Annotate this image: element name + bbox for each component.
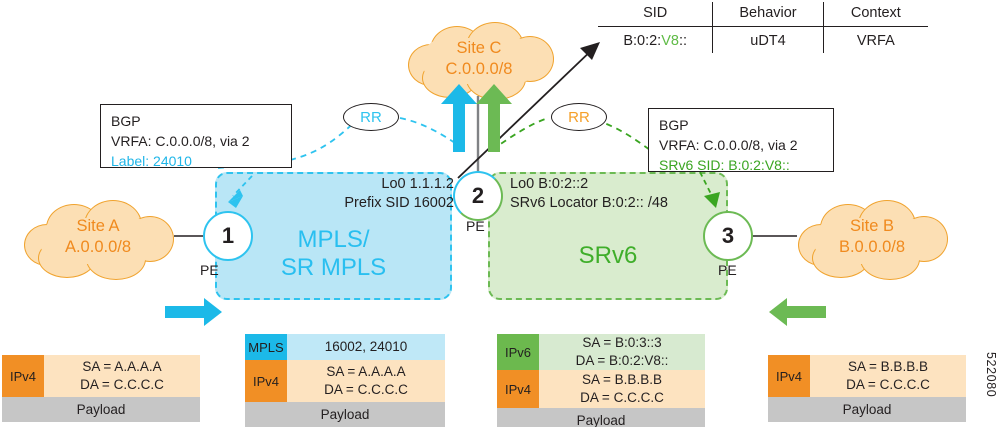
cloud-site-c-name: Site C (456, 39, 502, 57)
packet-sa: SA = A.A.A.A (82, 359, 162, 375)
packet-layer-tag: IPv4 (2, 355, 44, 397)
packet-layer-body: SA = B:0:3::3 DA = B:0:2:V8:: (539, 334, 705, 370)
packet-layer-tag: IPv4 (245, 360, 287, 402)
packet-sa: SA = B.B.B.B (848, 359, 928, 375)
node-2-id: 2 (471, 183, 485, 208)
route-reflector-left-label: RR (360, 108, 382, 126)
packet-da: DA = C.C.C.C (324, 382, 408, 397)
cloud-site-a-name: Site A (76, 217, 120, 235)
node2-lo0-mpls: Lo0 1.1.1.2 (381, 176, 454, 192)
packet-layer-body: 16002, 24010 (287, 334, 445, 360)
packet-da: DA = B:0:2:V8:: (575, 353, 669, 368)
cloud-site-b-name: Site B (849, 217, 895, 235)
bgp-box-left: BGP VRFA: C.0.0.0/8, via 2 Label: 24010 (100, 104, 292, 169)
sid-table: SID Behavior Context B:0:2:V8:: uDT4 VRF… (598, 2, 928, 74)
packet-site-b: IPv4 SA = B.B.B.B DA = C.C.C.C Payload (768, 355, 966, 422)
packet-payload: Payload (245, 402, 445, 427)
node-2-role: PE (466, 218, 485, 234)
cloud-core (40, 218, 156, 264)
packet-payload: Payload (2, 397, 200, 422)
packet-layer-ipv4: IPv4 SA = A.A.A.A DA = C.C.C.C (245, 360, 445, 402)
sid-prefix: B:0:2: (623, 33, 662, 49)
packet-mpls: MPLS 16002, 24010 IPv4 SA = A.A.A.A DA =… (245, 334, 445, 427)
route-reflector-left: RR (343, 103, 399, 131)
cloud-site-c-label: Site C C.0.0.0/8 (404, 38, 554, 81)
packet-srv6: IPv6 SA = B:0:3::3 DA = B:0:2:V8:: IPv4 … (497, 334, 705, 427)
node-3-role: PE (718, 262, 737, 278)
route-reflector-right-label: RR (568, 108, 590, 126)
packet-mpls-labels: 16002, 24010 (324, 339, 408, 355)
node-1-id: 1 (221, 223, 235, 248)
sid-highlight: V8 (661, 33, 679, 49)
packet-layer-tag: MPLS (245, 334, 287, 360)
route-reflector-right: RR (551, 103, 607, 131)
packet-payload: Payload (497, 408, 705, 427)
cloud-site-b: Site B B.0.0.0/8 (796, 200, 948, 280)
cloud-site-b-prefix: B.0.0.0/8 (838, 238, 906, 257)
node2-lo0-srv6: Lo0 B:0:2::2 (510, 176, 589, 192)
bgp-box-left-title: BGP (111, 113, 141, 129)
cloud-site-a-prefix: A.0.0.0/8 (64, 238, 132, 257)
bgp-box-right-title: BGP (659, 117, 689, 133)
packet-sa: SA = B.B.B.B (582, 372, 662, 388)
region-srv6: SRv6 (488, 172, 728, 300)
bgp-box-right-vrf: VRFA: C.0.0.0/8, via 2 (659, 136, 798, 153)
packet-layer-tag: IPv6 (497, 334, 539, 370)
bgp-box-left-vrf: VRFA: C.0.0.0/8, via 2 (111, 132, 250, 149)
sid-table-header-context: Context (823, 2, 928, 27)
sid-table-cell-sid: B:0:2:V8:: (598, 26, 714, 53)
sid-table-header-sid: SID (598, 2, 714, 27)
packet-layer-ipv4: IPv4 SA = A.A.A.A DA = C.C.C.C (2, 355, 200, 397)
node-3-id: 3 (721, 223, 735, 248)
sid-table-header-row: SID Behavior Context (598, 2, 928, 27)
packet-layer-ipv4: IPv4 SA = B.B.B.B DA = C.C.C.C (768, 355, 966, 397)
packet-layer-body: SA = B.B.B.B DA = C.C.C.C (539, 370, 705, 408)
packet-sa: SA = B:0:3::3 (582, 335, 662, 351)
packet-sa: SA = A.A.A.A (326, 364, 406, 380)
table-row: B:0:2:V8:: uDT4 VRFA (598, 26, 928, 53)
packet-da: DA = C.C.C.C (846, 377, 930, 392)
packet-da: DA = C.C.C.C (580, 390, 664, 405)
region-srv6-label: SRv6 (578, 242, 638, 269)
packet-layer-ipv6: IPv6 SA = B:0:3::3 DA = B:0:2:V8:: (497, 334, 705, 370)
packet-layer-body: SA = A.A.A.A DA = C.C.C.C (44, 355, 200, 397)
bgp-box-right: BGP VRFA: C.0.0.0/8, via 2 SRv6 SID: B:0… (648, 108, 834, 173)
cloud-site-a-label: Site A A.0.0.0/8 (22, 216, 174, 259)
node2-caption-right: Lo0 B:0:2::2 SRv6 Locator B:0:2:: /48 (510, 175, 740, 214)
region-mpls: MPLS/ SR MPLS (215, 172, 452, 300)
cloud-site-c: Site C C.0.0.0/8 (404, 22, 554, 100)
packet-layer-ipv4: IPv4 SA = B.B.B.B DA = C.C.C.C (497, 370, 705, 408)
region-mpls-label-line2: SR MPLS (280, 254, 387, 282)
node-2[interactable]: 2 (453, 171, 503, 221)
cloud-core (814, 218, 930, 264)
node2-srv6-locator: SRv6 Locator B:0:2:: /48 (510, 195, 668, 212)
packet-layer-tag: IPv4 (768, 355, 810, 397)
region-mpls-label: MPLS/ SR MPLS (217, 226, 450, 283)
region-mpls-label-line1: MPLS/ (297, 226, 370, 253)
packet-site-a: IPv4 SA = A.A.A.A DA = C.C.C.C Payload (2, 355, 200, 422)
packet-layer-body: SA = A.A.A.A DA = C.C.C.C (287, 360, 445, 402)
node-1[interactable]: 1 (203, 211, 253, 261)
node-3[interactable]: 3 (703, 211, 753, 261)
bgp-box-right-sid: SRv6 SID: B:0:2:V8:: (659, 156, 790, 173)
figure-number: 522080 (984, 352, 998, 398)
node-1-role: PE (200, 262, 219, 278)
cloud-site-a: Site A A.0.0.0/8 (22, 200, 174, 280)
packet-da: DA = C.C.C.C (80, 377, 164, 392)
packet-payload: Payload (768, 397, 966, 422)
packet-layer-body: SA = B.B.B.B DA = C.C.C.C (810, 355, 966, 397)
cloud-site-c-prefix: C.0.0.0/8 (445, 60, 513, 79)
bgp-box-left-label: Label: 24010 (111, 152, 192, 169)
packet-layer-mpls: MPLS 16002, 24010 (245, 334, 445, 360)
sid-table-cell-behavior: uDT4 (712, 26, 824, 53)
packet-layer-tag: IPv4 (497, 370, 539, 408)
sid-suffix: :: (678, 33, 688, 49)
node2-prefix-sid: Prefix SID 16002 (344, 195, 454, 212)
sid-table-cell-context: VRFA (856, 33, 895, 49)
cloud-site-b-label: Site B B.0.0.0/8 (796, 216, 948, 259)
sid-table-header-behavior: Behavior (712, 2, 824, 27)
node2-caption-left: Lo0 1.1.1.2 Prefix SID 16002 (330, 175, 454, 214)
